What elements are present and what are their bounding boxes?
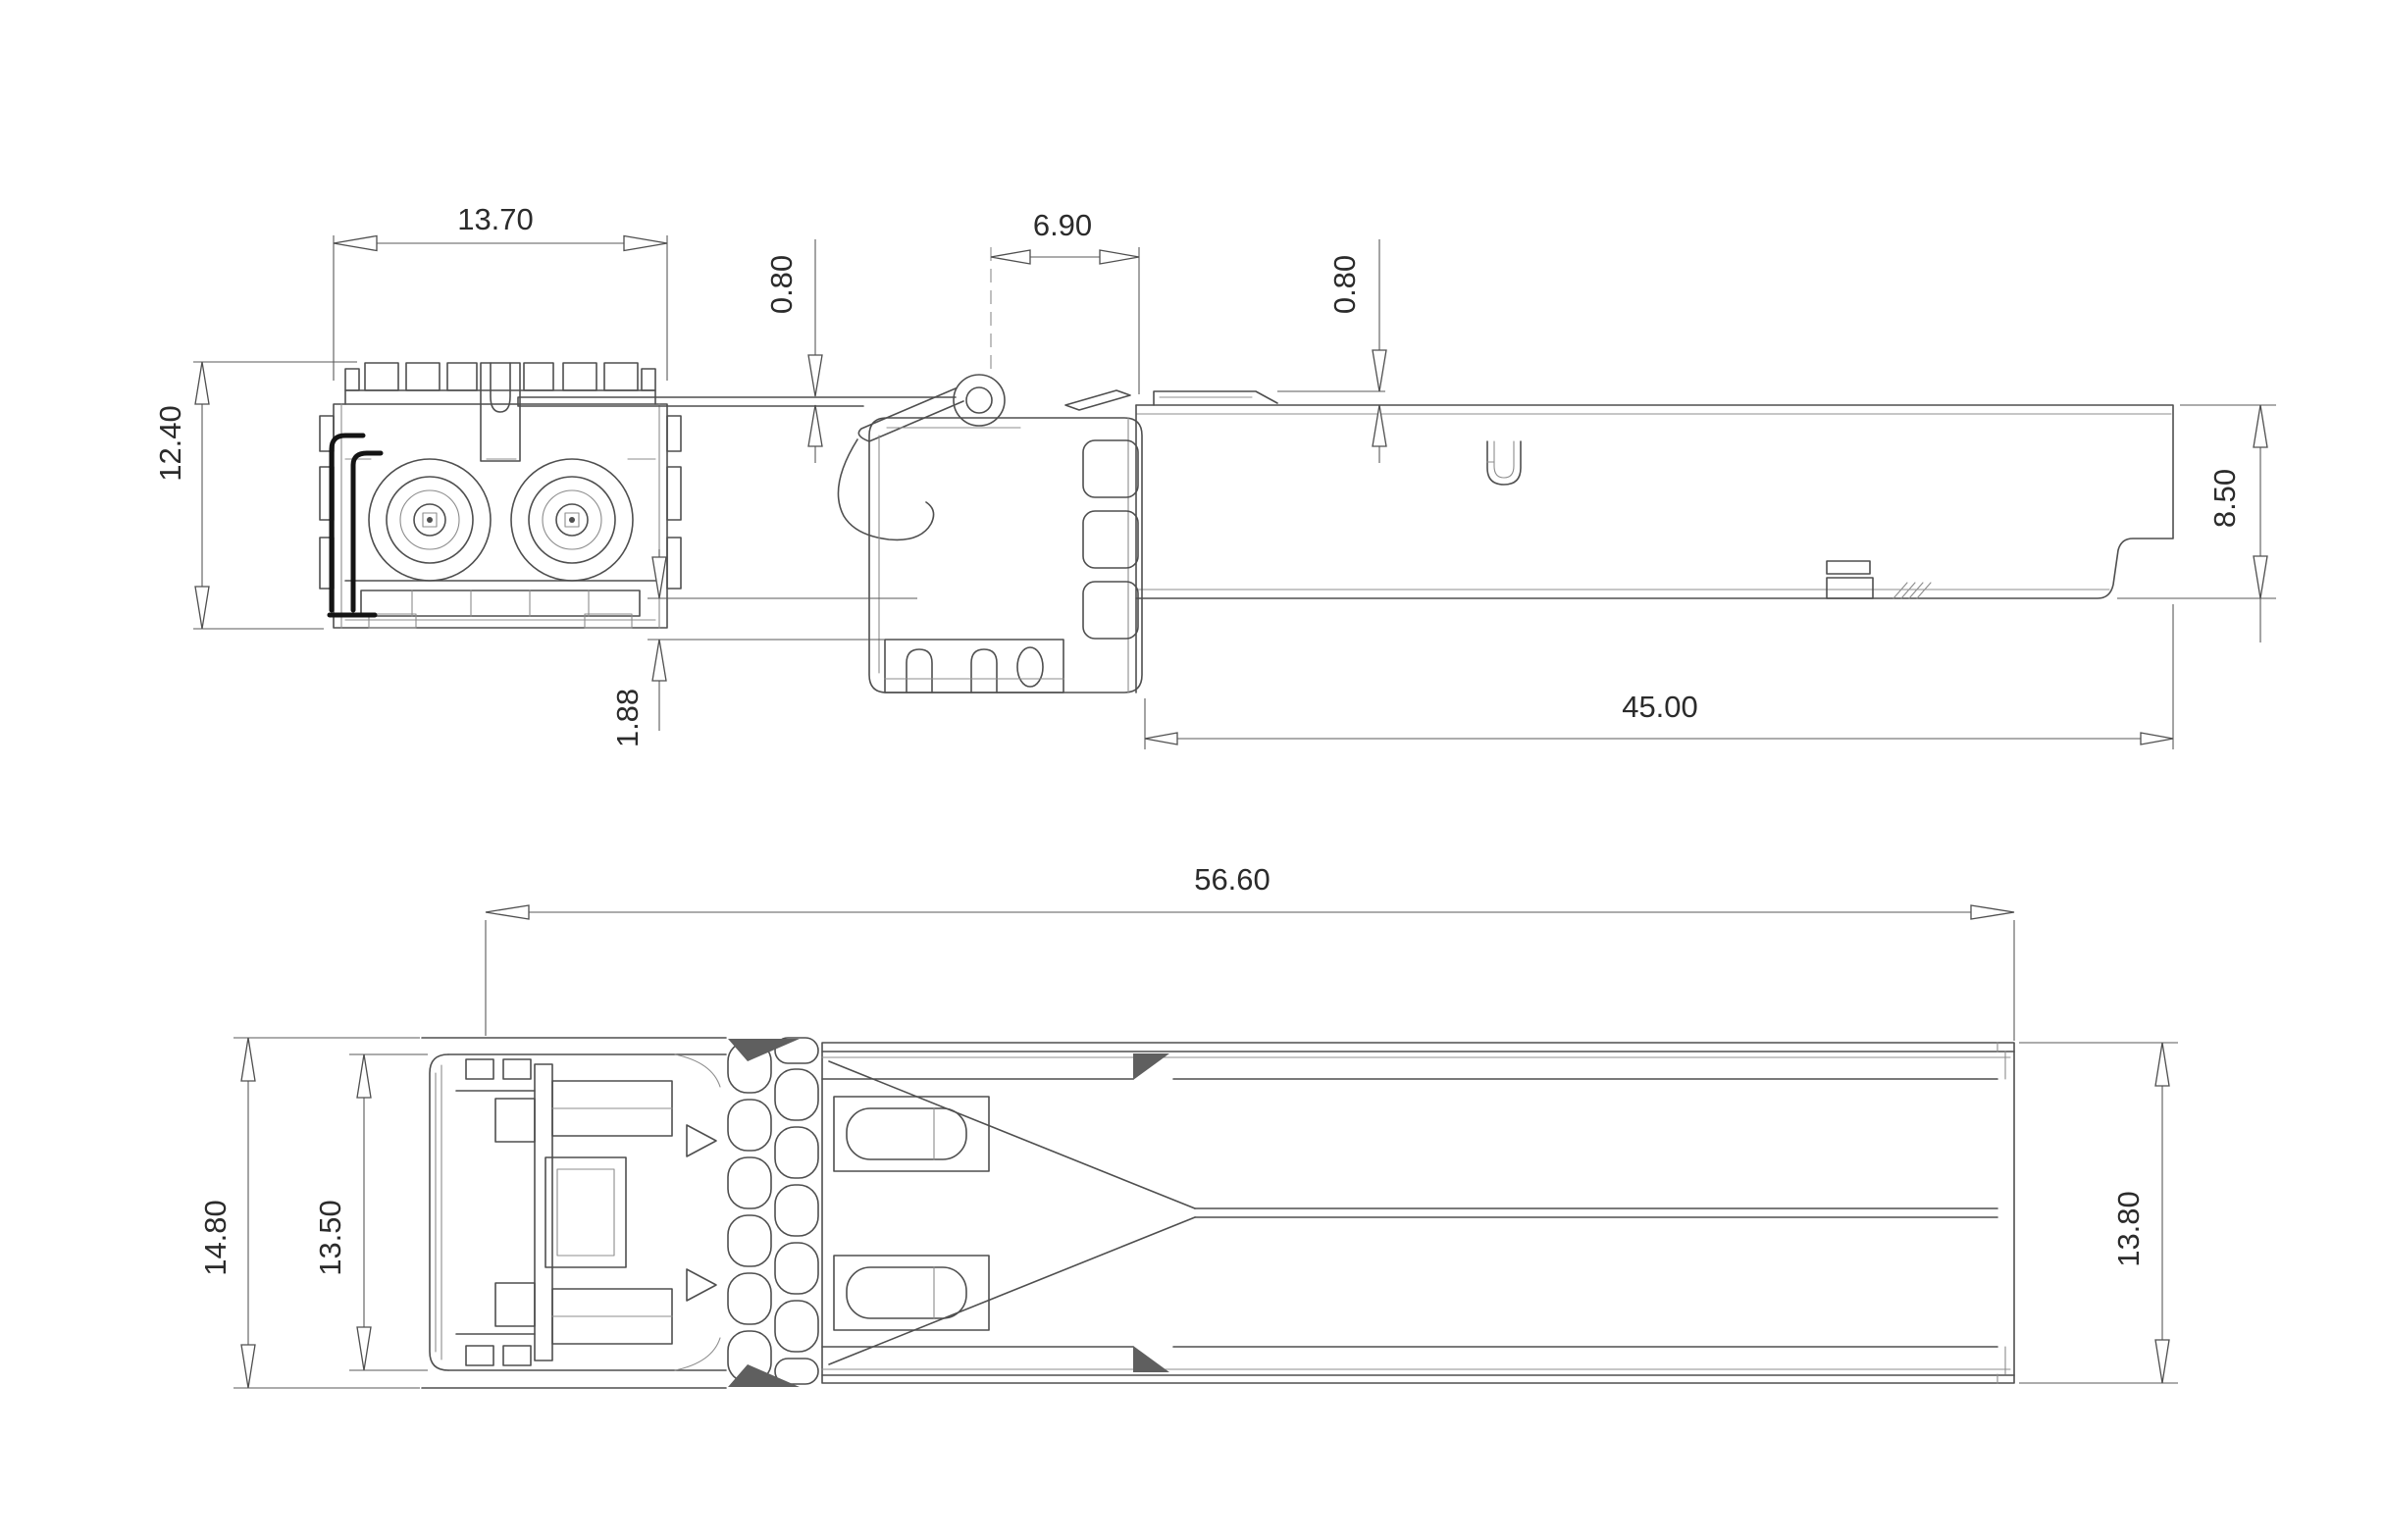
dim-bail-offset: 6.90 bbox=[990, 208, 1140, 394]
dim-latch-lip: 0.80 bbox=[764, 239, 823, 463]
slot-bottom bbox=[833, 1255, 990, 1331]
ferrule-right bbox=[510, 458, 634, 582]
slot-top bbox=[833, 1096, 990, 1172]
dim-rear-body-width: 13.80 bbox=[2019, 1042, 2178, 1384]
dim-overall-length: 56.60 bbox=[485, 862, 2015, 1041]
dim-label-foot-step: 1.88 bbox=[610, 689, 645, 747]
bottom-view bbox=[421, 1037, 2015, 1389]
latch-mechanism bbox=[455, 1053, 721, 1371]
dim-foot-step: 1.88 bbox=[610, 549, 917, 747]
dim-label-spring-lip: 0.80 bbox=[1327, 255, 1362, 314]
ferrule-left bbox=[368, 458, 492, 582]
dim-overall-width: 14.80 bbox=[198, 1037, 420, 1389]
triangle-marker-top bbox=[686, 1124, 717, 1157]
dim-body-length: 45.00 bbox=[1144, 604, 2174, 749]
dim-label-rear-body-width: 13.80 bbox=[2111, 1191, 2146, 1267]
dim-spring-lip: 0.80 bbox=[1327, 239, 1387, 463]
dim-label-body-height: 8.50 bbox=[2207, 469, 2242, 528]
dim-label-overall-width: 14.80 bbox=[198, 1200, 233, 1276]
side-view bbox=[517, 374, 2174, 693]
dim-label-overall-length: 56.60 bbox=[1194, 862, 1270, 897]
triangle-marker-bottom bbox=[686, 1268, 717, 1302]
grip-serrations bbox=[727, 1037, 819, 1387]
dim-body-height: 8.50 bbox=[2117, 404, 2276, 642]
dim-label-bail-offset: 6.90 bbox=[1033, 208, 1092, 242]
front-view bbox=[319, 362, 682, 629]
dim-label-front-width: 13.70 bbox=[457, 202, 534, 236]
dim-label-connector-width: 13.50 bbox=[313, 1200, 347, 1276]
dim-connector-width: 13.50 bbox=[313, 1053, 428, 1371]
dim-label-latch-lip: 0.80 bbox=[764, 255, 799, 314]
dim-label-body-length: 45.00 bbox=[1622, 690, 1698, 724]
dim-label-front-height: 12.40 bbox=[153, 405, 187, 482]
dim-front-height: 12.40 bbox=[153, 361, 357, 630]
dim-front-width: 13.70 bbox=[333, 202, 668, 381]
